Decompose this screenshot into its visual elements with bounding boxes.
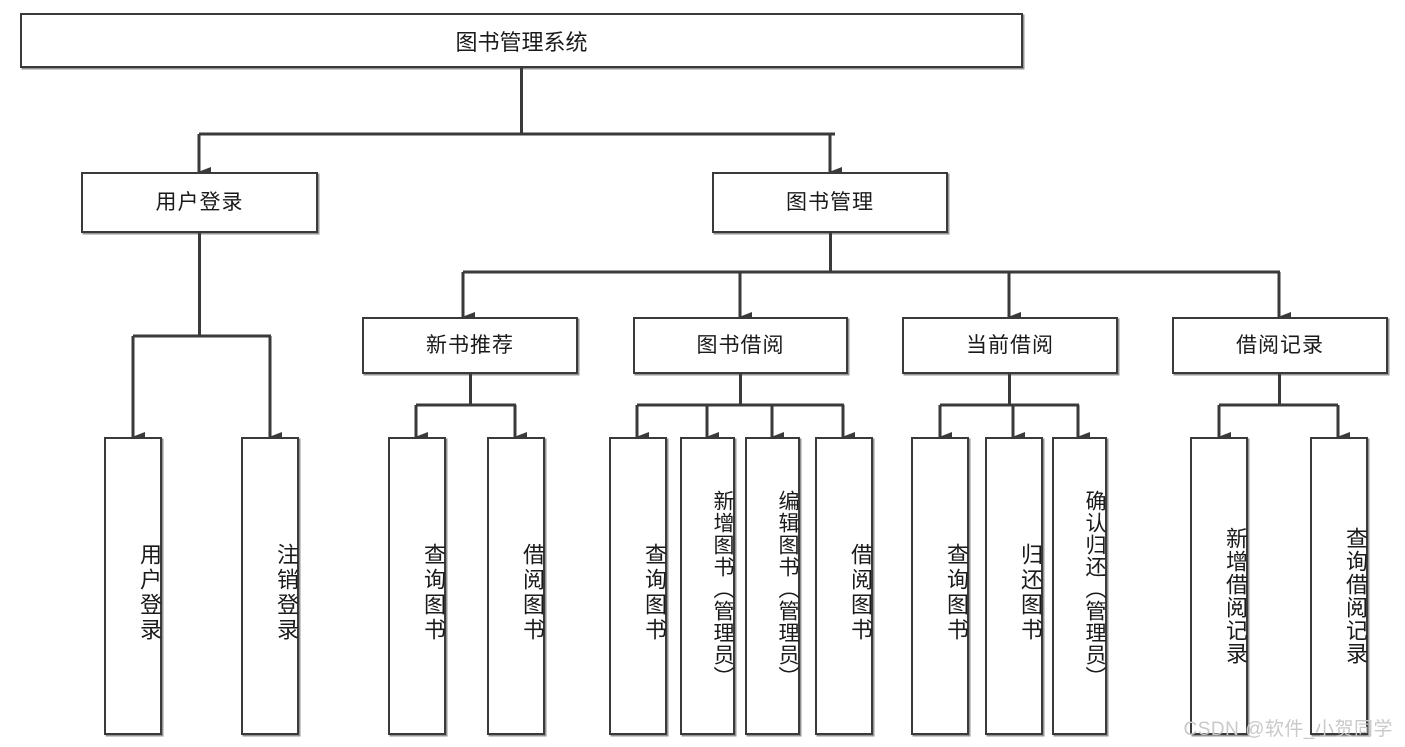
node-leaf-add-book[interactable]: 新增图书（管理员） xyxy=(680,437,735,735)
node-leaf-return-book[interactable]: 归还图书 xyxy=(985,437,1043,735)
node-leaf-logout-login-label: 注销登录 xyxy=(274,543,299,643)
node-current-borrow-label: 当前借阅 xyxy=(966,333,1054,357)
node-leaf-query-record-label: 查询借阅记录 xyxy=(1343,527,1368,665)
node-root[interactable]: 图书管理系统 xyxy=(20,13,1023,68)
node-leaf-borrow-book-2[interactable]: 借阅图书 xyxy=(815,437,873,735)
csdn-watermark: CSDN @软件_小贺同学 xyxy=(1183,719,1393,740)
node-book-manage-label: 图书管理 xyxy=(786,190,874,214)
node-leaf-edit-book[interactable]: 编辑图书（管理员） xyxy=(745,437,800,735)
node-leaf-edit-book-label: 编辑图书（管理员） xyxy=(776,490,799,688)
node-leaf-logout-login[interactable]: 注销登录 xyxy=(241,437,299,735)
node-leaf-query-record[interactable]: 查询借阅记录 xyxy=(1310,437,1368,735)
node-leaf-borrow-book-2-label: 借阅图书 xyxy=(848,543,873,643)
node-leaf-user-login[interactable]: 用户登录 xyxy=(104,437,162,735)
node-leaf-query-book-3[interactable]: 查询图书 xyxy=(911,437,969,735)
node-leaf-confirm-return-label: 确认归还（管理员） xyxy=(1083,490,1106,688)
node-current-borrow[interactable]: 当前借阅 xyxy=(902,317,1118,374)
node-leaf-add-book-label: 新增图书（管理员） xyxy=(711,490,734,688)
node-leaf-query-book-1[interactable]: 查询图书 xyxy=(388,437,446,735)
node-new-book-rec[interactable]: 新书推荐 xyxy=(362,317,578,374)
node-book-manage[interactable]: 图书管理 xyxy=(712,172,948,233)
node-root-label: 图书管理系统 xyxy=(455,29,588,55)
node-book-borrow[interactable]: 图书借阅 xyxy=(633,317,848,374)
node-leaf-add-record[interactable]: 新增借阅记录 xyxy=(1190,437,1248,735)
node-leaf-query-book-3-label: 查询图书 xyxy=(944,543,969,643)
node-leaf-query-book-2[interactable]: 查询图书 xyxy=(609,437,667,735)
node-user-login[interactable]: 用户登录 xyxy=(81,172,318,233)
node-user-login-label: 用户登录 xyxy=(155,190,244,214)
node-new-book-rec-label: 新书推荐 xyxy=(426,333,514,357)
node-book-borrow-label: 图书借阅 xyxy=(696,333,785,357)
node-leaf-borrow-book-1[interactable]: 借阅图书 xyxy=(487,437,545,735)
node-leaf-return-book-label: 归还图书 xyxy=(1018,543,1043,643)
node-borrow-record[interactable]: 借阅记录 xyxy=(1172,317,1388,374)
node-borrow-record-label: 借阅记录 xyxy=(1236,333,1324,357)
node-leaf-user-login-label: 用户登录 xyxy=(137,543,162,643)
node-leaf-query-book-2-label: 查询图书 xyxy=(642,543,667,643)
node-leaf-add-record-label: 新增借阅记录 xyxy=(1223,527,1248,665)
node-leaf-query-book-1-label: 查询图书 xyxy=(421,543,446,643)
node-leaf-confirm-return[interactable]: 确认归还（管理员） xyxy=(1052,437,1107,735)
node-leaf-borrow-book-1-label: 借阅图书 xyxy=(520,543,545,643)
